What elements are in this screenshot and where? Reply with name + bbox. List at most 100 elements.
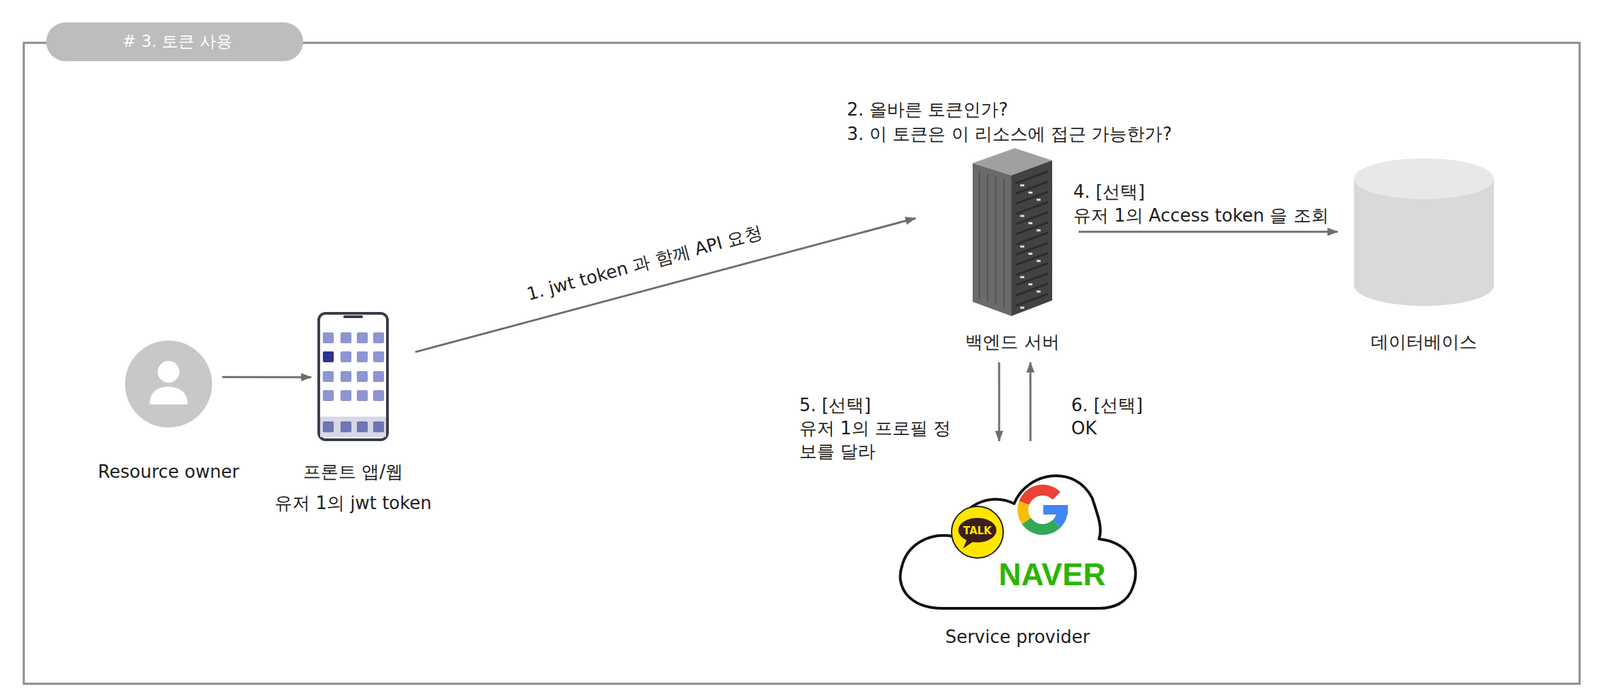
resource-owner-circle: Resource owner	[125, 340, 213, 428]
phone-dock	[320, 416, 387, 438]
step-description: OK	[1071, 416, 1098, 440]
app-icon	[356, 351, 368, 363]
kakao-bubble-tail	[963, 538, 975, 549]
step-note: 3. 이 토큰은 이 리소스에 접근 가능한가?	[846, 122, 1172, 146]
node-label: Service provider	[945, 625, 1091, 649]
person-circle	[125, 340, 213, 428]
arrow-connector	[222, 375, 312, 378]
app-icon	[356, 390, 368, 402]
server-groove	[995, 176, 997, 306]
server-led	[1020, 275, 1025, 278]
server-slot	[1015, 283, 1049, 296]
edge-label: 5. [선택]	[799, 393, 871, 417]
server-slot	[1015, 222, 1049, 235]
logo-text: NAVER	[998, 555, 1106, 594]
server-slot	[1015, 191, 1049, 204]
edge-label: 4. [선택]	[1073, 180, 1145, 204]
google-logo	[1017, 484, 1068, 535]
server-led	[1036, 229, 1041, 232]
arrow-connector	[997, 362, 1000, 442]
server-slot	[1015, 242, 1049, 255]
app-icon	[340, 390, 352, 402]
google-arc	[1018, 484, 1061, 506]
server-side	[1011, 160, 1053, 317]
node-label: 데이터베이스	[1370, 330, 1477, 354]
app-icon	[373, 390, 385, 402]
server-slot	[1015, 232, 1049, 245]
arrow-connector	[1078, 231, 1338, 234]
app-icon	[356, 371, 368, 382]
app-icon	[322, 351, 334, 363]
server-led	[1028, 252, 1033, 255]
dock-icon	[340, 421, 352, 433]
node-shape	[125, 340, 213, 428]
server-slot	[1015, 171, 1049, 184]
node-shape	[317, 311, 389, 442]
app-icon	[340, 371, 352, 382]
dock-icon	[373, 421, 385, 433]
node-label: 프론트 앱/웹	[303, 460, 404, 484]
step-note: 2. 올바른 토큰인가?	[846, 97, 1008, 121]
title-text: # 3. 토큰 사용	[122, 31, 233, 51]
arrow-connector	[415, 218, 916, 353]
cloud-outline	[900, 475, 1136, 609]
app-icon	[340, 332, 352, 344]
server-led	[1028, 191, 1033, 194]
database-top	[1353, 158, 1494, 200]
logo-text: TALK	[963, 524, 992, 537]
edge-label: 6. [선택]	[1071, 393, 1143, 417]
kakao-bubble	[958, 517, 997, 543]
google-bar	[1043, 505, 1068, 515]
app-icon	[322, 332, 334, 344]
node-label: 유저 1의 jwt token	[274, 491, 432, 515]
server-slot	[1015, 252, 1049, 266]
tab-title: # 3. 토큰 사용	[46, 22, 304, 62]
step-description: 유저 1의 Access token 을 조회	[1073, 203, 1329, 228]
node-shape	[1353, 158, 1494, 306]
app-icon	[356, 332, 368, 344]
dock-icon	[322, 421, 334, 433]
arrow-connector	[1029, 362, 1032, 442]
node-shape	[972, 148, 1053, 317]
app-icon	[322, 371, 334, 382]
server-slot	[1015, 273, 1049, 286]
server-slot	[1015, 201, 1049, 215]
phone-device: 프론트 앱/웹유저 1의 jwt token	[317, 311, 389, 442]
node-label: Resource owner	[97, 460, 240, 484]
app-icon	[373, 332, 385, 344]
node-label: 백엔드 서버	[965, 330, 1059, 354]
server-led	[1020, 245, 1025, 248]
database-cylinder: 데이터베이스	[1353, 158, 1494, 306]
server-groove	[1003, 178, 1005, 308]
app-icon	[373, 371, 385, 382]
server-led	[1020, 184, 1025, 187]
edge-label: 1. jwt token 과 함께 API 요청	[524, 220, 765, 306]
server-slot	[1015, 293, 1049, 306]
server-led	[1028, 222, 1033, 225]
server-slot	[1015, 212, 1049, 225]
frame-border	[23, 42, 1580, 684]
server-rack: 백엔드 서버	[972, 148, 1053, 317]
phone-body	[318, 313, 388, 440]
dock-icon	[356, 421, 368, 433]
server-groove	[986, 173, 989, 302]
server-slot	[1015, 181, 1049, 194]
server-slot	[1015, 263, 1049, 276]
person-body	[149, 386, 188, 405]
server-led	[1020, 214, 1025, 217]
server-led	[1028, 283, 1033, 286]
kakao-logo	[951, 506, 1004, 559]
step-description: 유저 1의 프로필 정보를 달라	[799, 416, 956, 463]
app-icon	[322, 390, 334, 402]
server-led	[1036, 290, 1041, 293]
server-front	[972, 163, 1012, 317]
phone-speaker	[343, 315, 363, 319]
server-led	[1020, 306, 1025, 309]
server-led	[1036, 198, 1041, 201]
server-led	[1036, 259, 1041, 262]
person-head	[157, 360, 180, 383]
